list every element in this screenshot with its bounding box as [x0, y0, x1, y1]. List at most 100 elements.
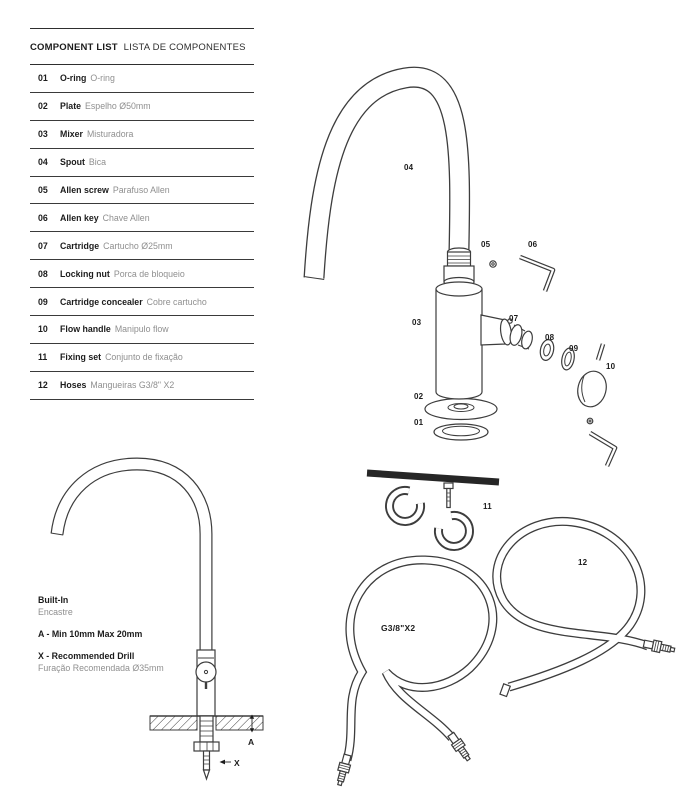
built-in-spout	[50, 457, 213, 652]
part-label-10: 10	[606, 362, 616, 371]
part-label-11: 11	[483, 502, 492, 511]
allen-key-lower-drawing	[588, 431, 618, 467]
built-in-label-pt: Encastre	[38, 607, 73, 617]
fixing-screw	[443, 482, 454, 509]
handle-screw-drawing	[586, 417, 594, 425]
hose-fitting	[642, 637, 677, 657]
hose-size-label: G3/8"X2	[381, 623, 416, 633]
locking-nut-drawing	[539, 339, 555, 361]
handle-pin-drawing	[595, 343, 606, 361]
part-label-03: 03	[412, 318, 422, 327]
component-row-11: 11 Fixing set Conjunto de fixação	[30, 344, 254, 372]
component-row-12: 12 Hoses Mangueiras G3/8" X2	[30, 372, 254, 400]
built-in-note: Built-In Encastre	[38, 594, 208, 618]
component-name-pt: Porca de bloqueio	[113, 268, 185, 279]
component-number: 06	[38, 212, 48, 223]
component-name-pt: Espelho Ø50mm	[85, 101, 151, 112]
dim-a-note-text: A - Min 10mm Max 20mm	[38, 629, 143, 639]
plate-drawing	[424, 397, 498, 421]
component-name-pt: Cobre cartucho	[146, 296, 207, 307]
component-name-en: O-ring	[60, 73, 87, 84]
part-label-05: 05	[481, 240, 491, 249]
cartridge-concealer-drawing	[561, 347, 575, 371]
part-label-12: 12	[578, 558, 588, 567]
component-name-en: Plate	[60, 101, 82, 112]
component-number: 05	[38, 185, 48, 195]
component-row-06: 06 Allen key Chave Allen	[30, 204, 254, 233]
fixing-clip-1	[385, 486, 426, 526]
component-name-en: Flow handle	[60, 324, 111, 335]
component-number: 07	[38, 240, 48, 251]
component-name-en: Mixer	[60, 129, 83, 140]
component-number: 01	[38, 73, 48, 84]
part-label-07: 07	[509, 314, 519, 323]
hose-right	[492, 516, 650, 692]
component-row-02: 02 Plate Espelho Ø50mm	[30, 93, 254, 121]
component-list-title: COMPONENT LIST LISTA DE COMPONENTES	[30, 29, 254, 65]
hose-fitting	[333, 753, 354, 788]
install-notes: Built-In Encastre A - Min 10mm Max 20mm …	[38, 594, 208, 684]
component-row-09: 09 Cartridge concealer Cobre cartucho	[30, 288, 254, 317]
component-row-10: 10 Flow handle Manipulo flow	[30, 316, 254, 344]
mixer-outlet-drawing	[480, 314, 513, 346]
component-list-title-en: COMPONENT LIST	[30, 42, 118, 53]
allen-screw-drawing	[489, 260, 497, 268]
dim-label-a: A	[248, 737, 254, 747]
component-row-07: 07 Cartridge Cartucho Ø25mm	[30, 232, 254, 261]
part-label-06: 06	[528, 240, 538, 249]
component-name-pt: Mangueiras G3/8" X2	[90, 380, 175, 391]
component-number: 02	[38, 101, 48, 112]
component-row-05: 05 Allen screw Parafuso Allen	[30, 177, 254, 205]
component-name-pt: Misturadora	[86, 129, 134, 140]
dimension-x: X	[219, 758, 240, 768]
component-number: 10	[38, 324, 48, 335]
exploded-view	[303, 66, 618, 467]
dim-x-note-pt: Furação Recomendada Ø35mm	[38, 663, 164, 673]
dimension-a: A	[248, 714, 255, 747]
component-number: 03	[38, 129, 48, 140]
component-name-pt: Cartucho Ø25mm	[103, 240, 173, 251]
cartridge-drawing	[507, 318, 533, 350]
flow-handle-drawing	[577, 370, 607, 408]
hoses-drawing	[333, 516, 677, 788]
component-name-pt: Bica	[88, 157, 107, 168]
component-name-pt: Conjunto de fixação	[105, 352, 183, 363]
component-row-01: 01 O-ring O-ring	[30, 65, 254, 93]
part-label-01: 01	[414, 418, 424, 427]
part-label-04: 04	[404, 163, 414, 172]
component-number: 12	[38, 380, 48, 391]
part-label-08: 08	[545, 333, 555, 342]
component-name-en: Fixing set	[60, 352, 102, 363]
fixing-clip-2	[433, 510, 474, 551]
counter-cross-section	[149, 715, 264, 731]
component-name-en: Hoses	[60, 380, 87, 391]
component-name-en: Cartridge concealer	[60, 296, 143, 307]
component-name-en: Allen key	[60, 212, 99, 223]
component-row-08: 08 Locking nut Porca de bloqueio	[30, 260, 254, 289]
component-name-en: Cartridge	[60, 240, 100, 251]
hose-fitting	[445, 730, 474, 764]
component-name-pt: Manipulo flow	[114, 324, 169, 335]
component-number: 11	[38, 352, 48, 363]
allen-key-drawing	[519, 254, 556, 292]
component-number: 09	[38, 296, 48, 307]
hose-left	[342, 555, 498, 762]
built-in-shank	[193, 715, 220, 781]
component-name-en: Locking nut	[60, 268, 110, 279]
fixing-set-drawing	[366, 469, 500, 551]
mixer-body-drawing	[435, 281, 483, 400]
dim-x-note-en: X - Recommended Drill	[38, 651, 135, 661]
spout-drawing	[303, 66, 471, 280]
component-name-pt: O-ring	[90, 73, 115, 84]
built-in-view: A X	[50, 457, 264, 781]
component-name-en: Spout	[60, 157, 85, 168]
component-row-03: 03 Mixer Misturadora	[30, 121, 254, 149]
o-ring-drawing	[433, 423, 489, 441]
component-list: COMPONENT LIST LISTA DE COMPONENTES 01 O…	[30, 28, 254, 400]
built-in-handle	[195, 661, 217, 689]
component-number: 04	[38, 157, 48, 168]
component-name-pt: Parafuso Allen	[112, 185, 170, 195]
component-number: 08	[38, 268, 48, 279]
